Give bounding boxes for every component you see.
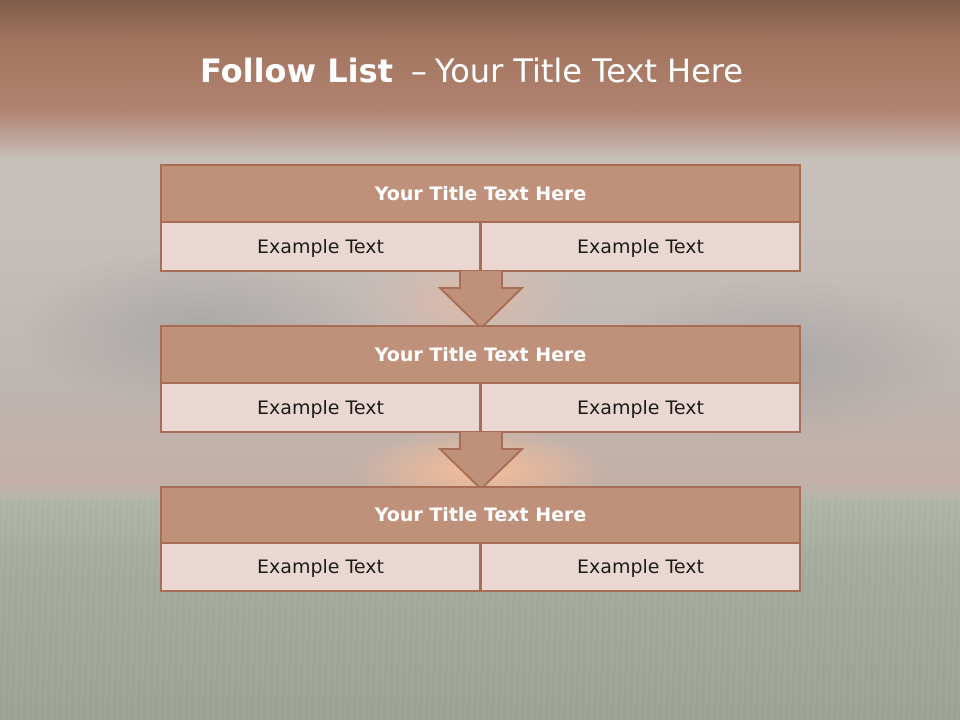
down-arrow-icon [438, 431, 524, 491]
step-title-2: Your Title Text Here [160, 325, 801, 384]
step-cell-right-1: Example Text [480, 221, 801, 272]
step-cell-left-1: Example Text [160, 221, 481, 272]
step-cell-left-2: Example Text [160, 382, 481, 433]
down-arrow-icon [438, 270, 524, 330]
step-title-1: Your Title Text Here [160, 164, 801, 223]
step-cell-left-3: Example Text [160, 542, 481, 592]
step-cell-right-2: Example Text [480, 382, 801, 433]
slide-title-bold: Follow List [200, 52, 393, 90]
step-block-2: Your Title Text Here Example Text Exampl… [160, 325, 801, 433]
step-title-3: Your Title Text Here [160, 486, 801, 544]
slide-title-rest: Your Title Text Here [434, 52, 743, 90]
step-block-1: Your Title Text Here Example Text Exampl… [160, 164, 801, 272]
slide-title: Follow List–Your Title Text Here [0, 52, 943, 90]
step-block-3: Your Title Text Here Example Text Exampl… [160, 486, 801, 592]
slide-title-dash: – [410, 52, 427, 90]
title-band [0, 0, 960, 160]
step-cell-right-3: Example Text [480, 542, 801, 592]
